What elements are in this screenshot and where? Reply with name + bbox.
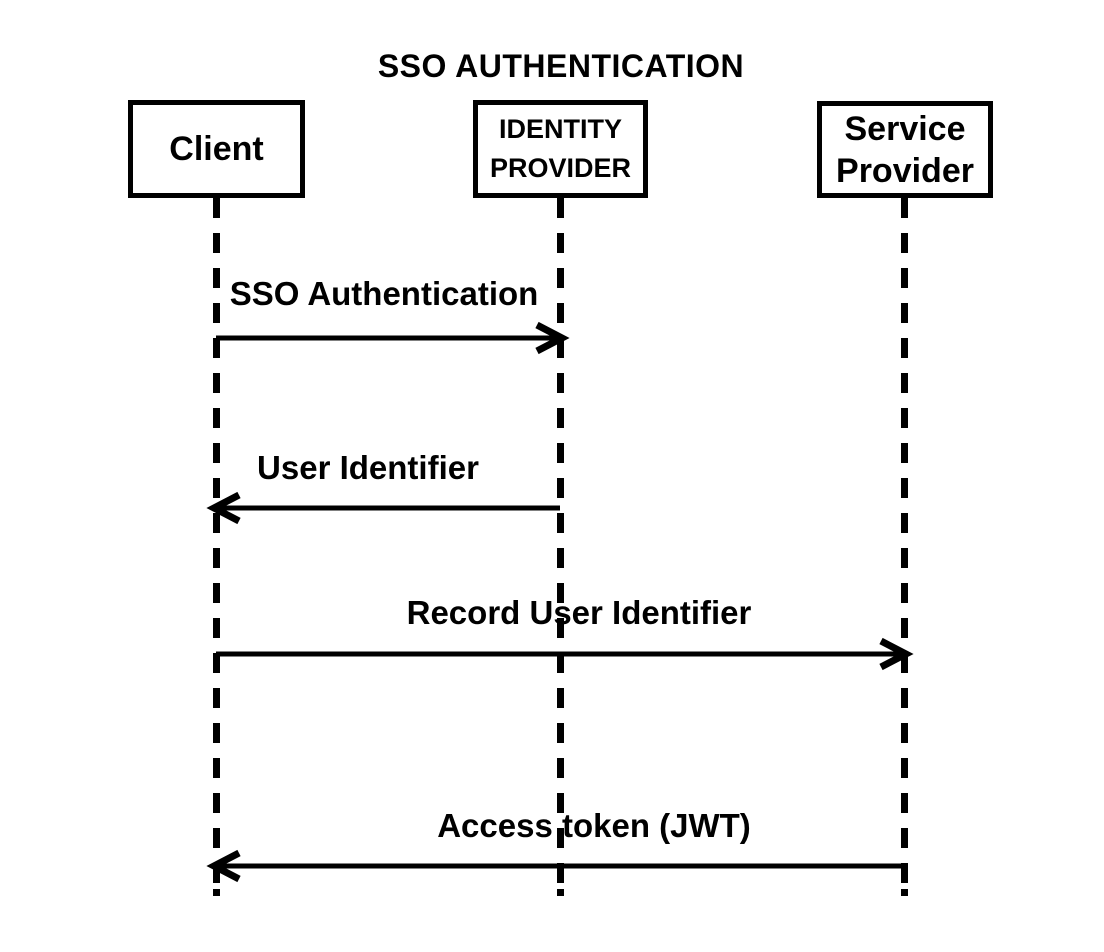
actor-label-client: Client [169,130,264,168]
diagram-title: SSO AUTHENTICATION [377,48,745,84]
arrow-access-token [206,849,904,883]
message-label-user-identifier: User Identifier [257,449,479,486]
actor-label-identity: IDENTITY [498,114,622,144]
arrowhead-left-icon [206,849,241,883]
message-label-record-user-identifier: Record User Identifier [406,594,752,631]
arrow-user-identifier [206,491,560,525]
arrowhead-right-icon [879,637,914,671]
arrow-record-user-identifier [216,637,914,671]
actor-box-service-provider: Service Provider [817,101,993,198]
actor-label-service: Service [844,109,966,148]
actor-label-provider: Provider [836,151,974,190]
arrowhead-left-icon [206,491,241,525]
actor-label-provider: PROVIDER [489,153,632,183]
message-label-sso-authentication: SSO Authentication [229,275,539,312]
message-label-access-token: Access token (JWT) [437,807,751,844]
actor-box-identity-provider: IDENTITY PROVIDER [473,100,648,198]
actor-box-client: Client [128,100,305,198]
arrow-sso-authentication [216,321,570,355]
arrowhead-right-icon [535,321,570,355]
